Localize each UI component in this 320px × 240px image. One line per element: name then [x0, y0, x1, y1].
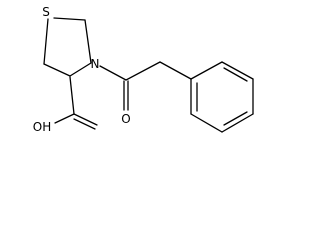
bond-carbonyl-ch2 — [125, 61, 161, 81]
bond-n-carbonyl — [99, 65, 127, 81]
atom-label-acid-oh: OH — [33, 120, 51, 134]
molecule-structure-drawing: S N O OH — [33, 5, 254, 134]
bond-cooh-double-b — [73, 118, 96, 130]
ring-inner-double-2 — [223, 111, 248, 126]
bond-cooh-double-a — [73, 113, 98, 126]
benzene-ring — [190, 61, 254, 133]
carboxylic-acid-group — [54, 76, 98, 130]
bond-c4-c5 — [43, 63, 71, 77]
bond-c4-ccooh — [69, 76, 75, 115]
bond-s-c2 — [53, 17, 86, 21]
ring-bond-2 — [221, 61, 254, 80]
bond-n-c4 — [69, 62, 92, 77]
atom-label-sulfur: S — [42, 5, 50, 19]
phenylacetyl-chain — [99, 61, 192, 111]
thiazolidine-ring — [43, 17, 92, 77]
ring-bond-1 — [190, 61, 223, 80]
bond-ch2-phenyl — [159, 61, 192, 80]
bond-c5-s — [43, 18, 49, 65]
atom-label-carbonyl-oxygen: O — [121, 112, 130, 126]
ring-bond-4 — [221, 113, 254, 133]
bond-ccooh-oh — [54, 113, 75, 124]
atom-label-ring-nitrogen: N — [91, 57, 100, 71]
ring-inner-double-1 — [223, 67, 248, 82]
bond-c2-n — [84, 19, 92, 64]
ring-bond-5 — [190, 113, 223, 133]
